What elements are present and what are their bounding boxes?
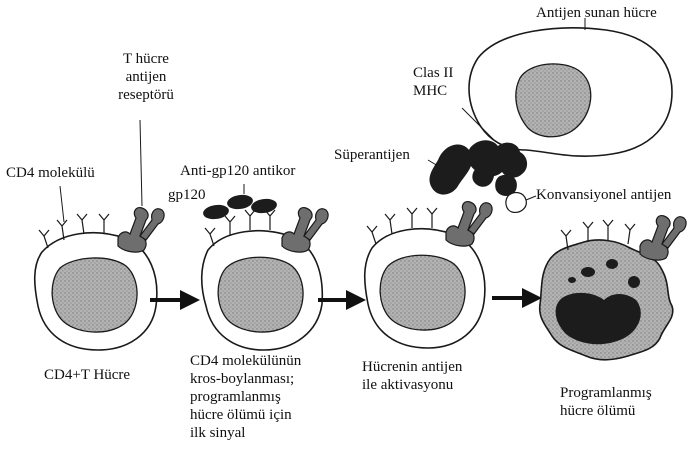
cell-4-tcr-receptor xyxy=(640,216,670,260)
antibody-gp120-2 xyxy=(226,193,254,210)
caption-cell-2-line-2: kros-boylanması; xyxy=(190,370,301,388)
caption-cell-3-line-2: ile aktivasyonu xyxy=(362,376,462,394)
cell-1-nucleus xyxy=(52,258,137,332)
cell-2-tcr-receptor xyxy=(282,208,312,252)
label-cd4-molecule: CD4 molekülü xyxy=(6,164,95,182)
label-tcr: T hücre antijen reseptörü xyxy=(96,50,196,104)
label-gp120: gp120 xyxy=(168,186,206,204)
cd4-pointer xyxy=(60,186,64,222)
label-antigen-presenting-cell: Antijen sunan hücre xyxy=(536,4,657,22)
cell-1-tcr-receptor xyxy=(118,208,148,252)
caption-cell-2-line-1: CD4 molekülünün xyxy=(190,352,301,370)
caption-cell-3: Hücrenin antijen ile aktivasyonu xyxy=(362,358,462,394)
caption-cell-2-line-4: hücre ölümü için xyxy=(190,406,301,424)
cell-2-nucleus xyxy=(218,257,303,332)
caption-cell-4: Programlanmış hücre ölümü xyxy=(560,384,652,420)
tcr-pointer xyxy=(140,120,142,206)
label-superantigen: Süperantijen xyxy=(334,146,410,164)
caption-cell-3-line-1: Hücrenin antijen xyxy=(362,358,462,376)
antigen-presenting-cell xyxy=(469,28,672,156)
caption-cell-4-line-2: hücre ölümü xyxy=(560,402,652,420)
label-class2-mhc: Clas II MHC xyxy=(413,64,453,100)
caption-cell-2-line-5: ilk sinyal xyxy=(190,424,301,442)
superantigen-molecule xyxy=(430,144,473,194)
antibody-gp120-1 xyxy=(202,203,230,220)
cell-3-tcr-receptor xyxy=(446,202,476,246)
label-anti-gp120: Anti-gp120 antikor xyxy=(180,162,295,180)
caption-cell-4-line-1: Programlanmış xyxy=(560,384,652,402)
caption-cell-1: CD4+T Hücre xyxy=(44,366,130,384)
caption-cell-2-line-3: programlanmış xyxy=(190,388,301,406)
label-tcr-line-3: reseptörü xyxy=(96,86,196,104)
label-tcr-line-1: T hücre xyxy=(96,50,196,68)
label-class2-line-1: Clas II xyxy=(413,64,453,82)
label-conventional-antigen: Konvansiyonel antijen xyxy=(536,186,671,204)
conventional-antigen-molecule xyxy=(506,193,526,213)
label-class2-line-2: MHC xyxy=(413,82,453,100)
label-tcr-line-2: antijen xyxy=(96,68,196,86)
cell-3-nucleus xyxy=(380,255,465,330)
caption-cell-2: CD4 molekülünün kros-boylanması; program… xyxy=(190,352,301,442)
